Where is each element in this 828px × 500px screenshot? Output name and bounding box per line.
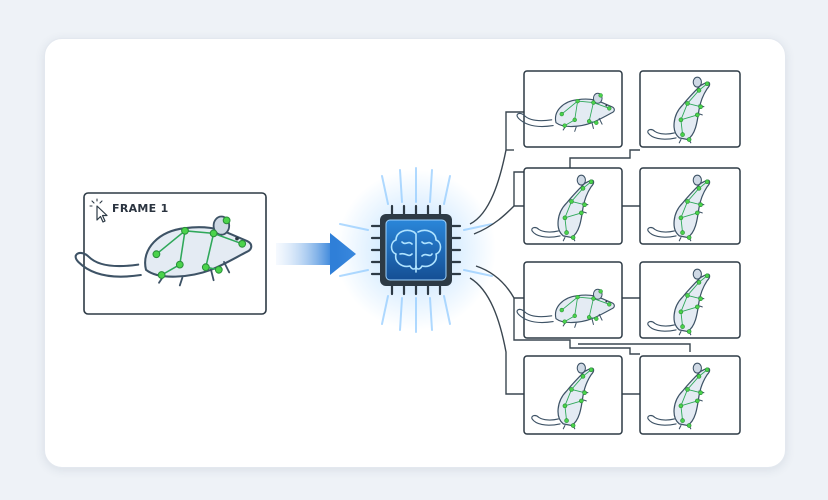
brain-chip-icon	[336, 167, 496, 333]
output-frame	[523, 167, 623, 245]
output-frame	[639, 167, 741, 245]
cursor-click-icon	[89, 198, 108, 223]
output-frames	[516, 70, 741, 435]
connector-lines	[469, 111, 691, 395]
output-frame	[523, 355, 623, 435]
output-frame	[639, 355, 741, 435]
output-frame	[516, 70, 623, 148]
frame-label: FRAME 1	[112, 202, 169, 215]
output-frame	[516, 261, 623, 339]
output-frame	[639, 70, 741, 148]
input-frame: FRAME 1	[74, 192, 267, 315]
output-frame	[639, 261, 741, 339]
